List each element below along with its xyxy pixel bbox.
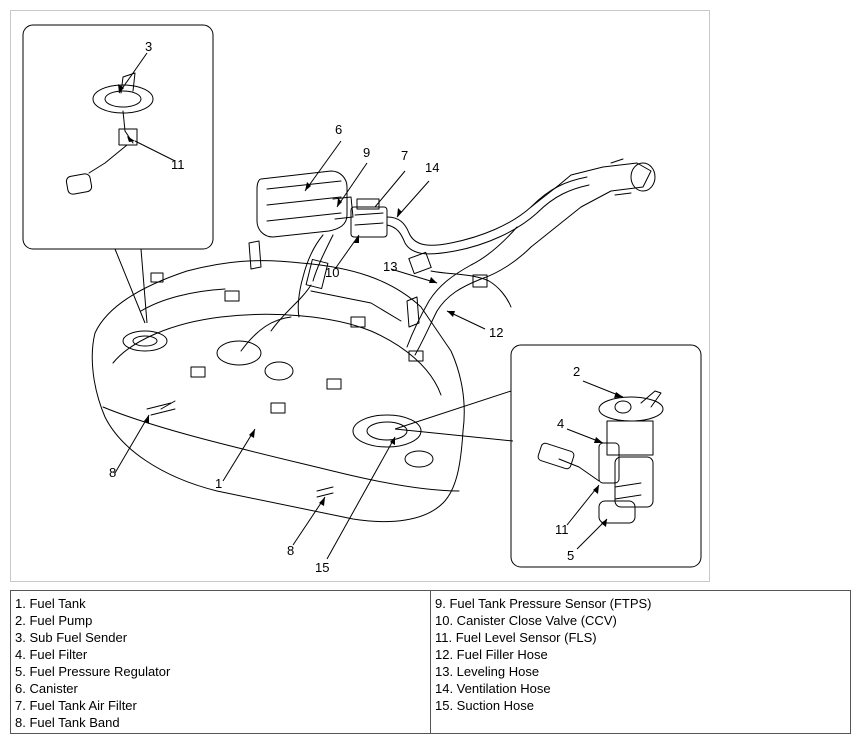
callout-5: 5 xyxy=(567,548,575,563)
fuel-pressure-regulator xyxy=(598,500,636,524)
sub-sender-float-arm xyxy=(88,144,128,174)
callout-2: 2 xyxy=(573,364,581,379)
legend-item: 5. Fuel Pressure Regulator xyxy=(15,664,171,679)
legend-item: 8. Fuel Tank Band xyxy=(15,715,120,730)
callout-6: 6 xyxy=(335,122,343,137)
legend-item: 11. Fuel Level Sensor (FLS) xyxy=(435,630,597,645)
fuel-filter xyxy=(598,442,620,484)
callout-7: 7 xyxy=(401,148,409,163)
diagram-drawing xyxy=(22,24,702,568)
legend-item: 6. Canister xyxy=(15,681,78,696)
fuel-pump-level-arm xyxy=(558,458,600,482)
callout-1: 1 xyxy=(215,476,223,491)
inset-sub-sender-panel xyxy=(22,24,214,250)
legend-item: 3. Sub Fuel Sender xyxy=(15,630,128,645)
callout-11-inset: 11 xyxy=(171,157,185,172)
fuel-filler-neck xyxy=(530,162,652,248)
callout-15: 15 xyxy=(315,560,330,575)
fuel-filler-hose xyxy=(414,246,532,356)
ventilation-hose xyxy=(386,176,588,246)
parts-legend: 1. Fuel Tank 2. Fuel Pump 3. Sub Fuel Se… xyxy=(10,590,851,734)
sub-sender-flange xyxy=(92,84,154,114)
fuel-system-diagram: 3 11 6 9 7 14 10 13 12 2 4 8 1 8 15 11 5 xyxy=(10,10,710,582)
callout-9: 9 xyxy=(363,145,371,160)
callout-10: 10 xyxy=(325,265,340,280)
legend-item: 14. Ventilation Hose xyxy=(435,681,551,696)
callout-8-left: 8 xyxy=(109,465,117,480)
legend-column-left: 1. Fuel Tank 2. Fuel Pump 3. Sub Fuel Se… xyxy=(11,591,430,733)
legend-item: 7. Fuel Tank Air Filter xyxy=(15,698,137,713)
leveling-hose xyxy=(430,270,512,308)
fuel-tank-band-bottom xyxy=(316,486,334,498)
fuel-tank-band-left xyxy=(146,402,176,416)
callout-14: 14 xyxy=(425,160,440,175)
legend-item: 13. Leveling Hose xyxy=(435,664,540,679)
legend-item: 4. Fuel Filter xyxy=(15,647,88,662)
callout-12: 12 xyxy=(489,325,504,340)
fuel-tank-outline xyxy=(91,260,465,523)
legend-item: 2. Fuel Pump xyxy=(15,613,93,628)
legend-column-right: 9. Fuel Tank Pressure Sensor (FTPS) 10. … xyxy=(430,591,850,733)
fuel-tank-seam xyxy=(102,406,460,492)
canister-body xyxy=(256,170,348,238)
sub-sender-float xyxy=(65,173,93,195)
inset-fuel-pump-panel xyxy=(510,344,702,568)
callout-11-pump: 11 xyxy=(555,522,569,537)
callout-4: 4 xyxy=(557,416,565,431)
canister-close-valve xyxy=(350,206,388,238)
callout-8-bottom: 8 xyxy=(287,543,295,558)
legend-item: 10. Canister Close Valve (CCV) xyxy=(435,613,617,628)
fuel-tank-inner-ridge xyxy=(112,313,442,396)
legend-item: 9. Fuel Tank Pressure Sensor (FTPS) xyxy=(435,596,652,611)
legend-item: 1. Fuel Tank xyxy=(15,596,86,611)
legend-item: 12. Fuel Filler Hose xyxy=(435,647,548,662)
fuel-pump-float xyxy=(537,442,575,470)
legend-item: 15. Suction Hose xyxy=(435,698,535,713)
callout-3: 3 xyxy=(145,39,153,54)
callout-13: 13 xyxy=(383,259,398,274)
